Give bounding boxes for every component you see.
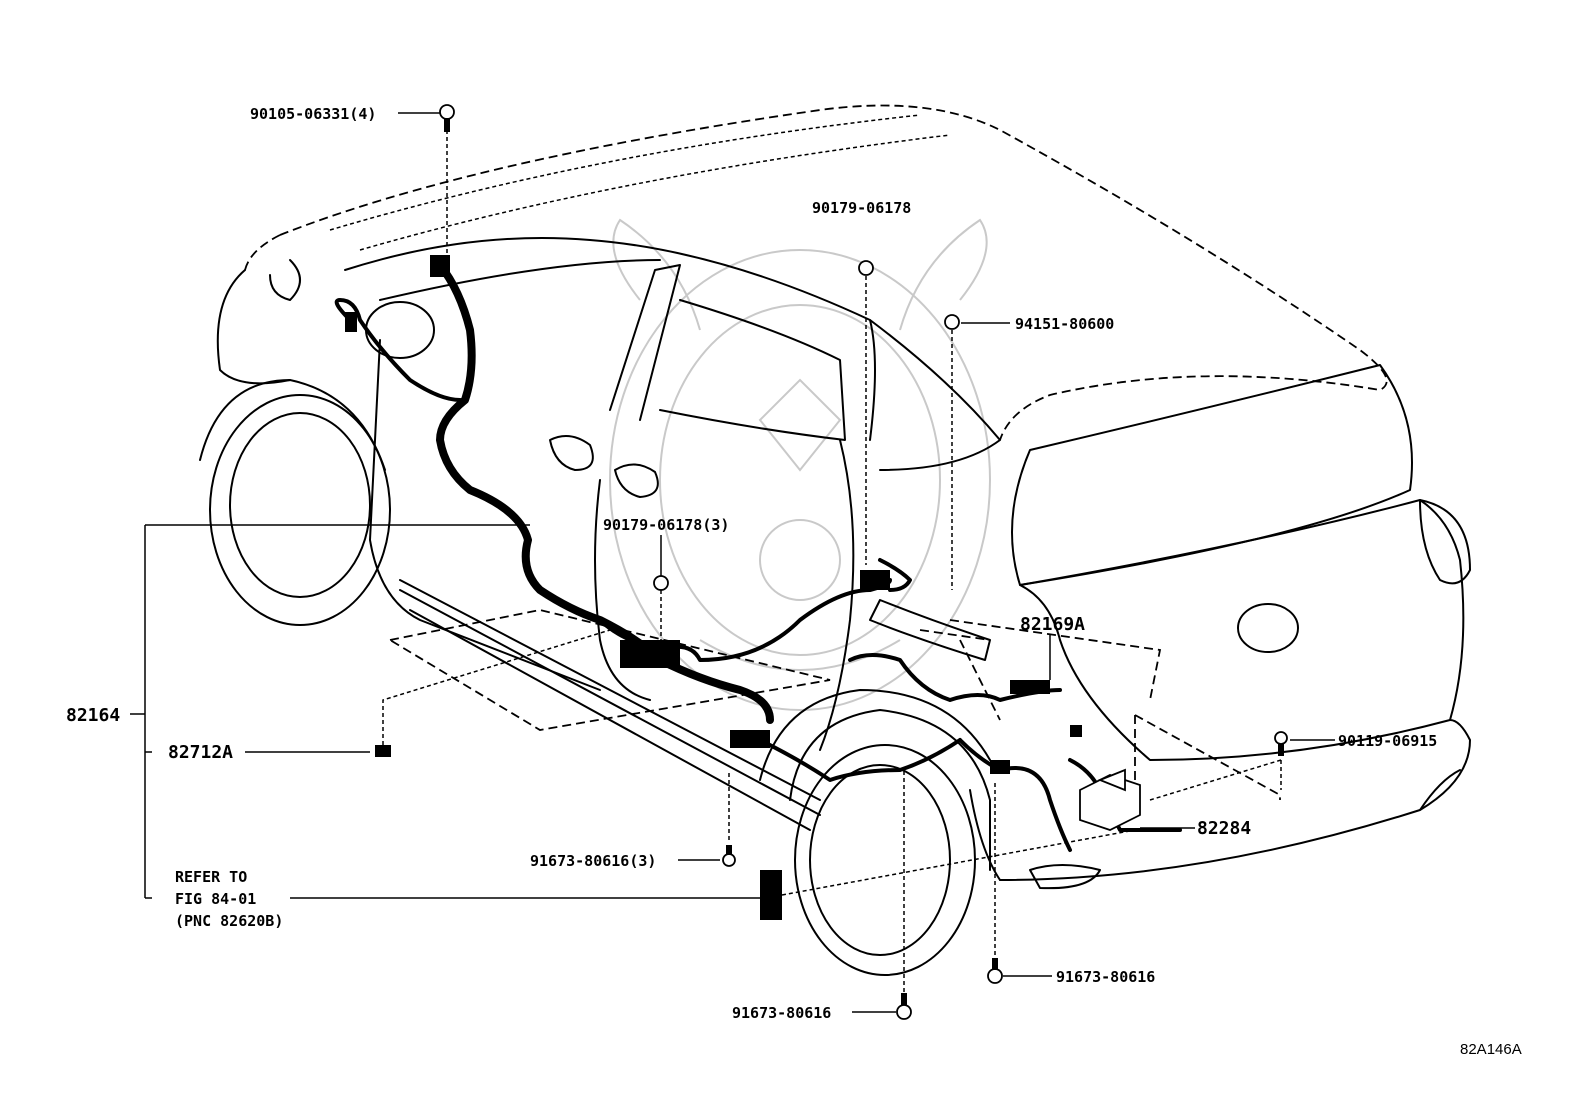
- reference-note-line3: (PNC 82620B): [175, 912, 283, 930]
- leader-lines: [130, 112, 1335, 1013]
- fasteners: [439, 104, 1288, 1020]
- connectors: [345, 255, 1141, 920]
- connector-quarter: [860, 570, 890, 590]
- callout-bolt-front-pillar: 90105-06331(4): [250, 105, 376, 123]
- connector-rear-small: [1070, 725, 1082, 737]
- bolt-icon: [722, 845, 736, 867]
- bolt-icon: [439, 104, 455, 132]
- connector-rear-82169a: [1010, 680, 1050, 694]
- callout-junction-block: 82284: [1197, 818, 1251, 839]
- reference-note: REFER TO FIG 84-01 (PNC 82620B): [175, 868, 283, 930]
- callout-bolt-floor-right: 91673-80616: [1056, 968, 1155, 986]
- connector-front-pillar: [430, 255, 450, 277]
- callout-bolt-floor-left: 91673-80616(3): [530, 852, 656, 870]
- clip-icon: [858, 260, 874, 276]
- connector-main-junction: [620, 640, 680, 668]
- callout-nut-quarter: 94151-80600: [1015, 315, 1114, 333]
- vehicle-body: [199, 104, 1471, 976]
- connector-floor: [730, 730, 770, 748]
- harness-connector-82620b: [760, 870, 782, 920]
- callout-wire-rear: 82169A: [1020, 614, 1085, 635]
- callout-wire-main: 82164: [66, 705, 120, 726]
- wire-harness-82164: [334, 261, 1182, 852]
- reference-note-line2: FIG 84-01: [175, 890, 256, 908]
- callout-clip-center-top: 90179-06178: [812, 199, 911, 217]
- reference-note-line1: REFER TO: [175, 868, 247, 886]
- protector-82712a: [375, 745, 391, 757]
- connector-mirror: [345, 312, 357, 332]
- callout-bolt-floor-center: 91673-80616: [732, 1004, 831, 1022]
- connector-rear-lower: [990, 760, 1010, 774]
- callout-bolt-rear-right: 90119-06915: [1338, 732, 1437, 750]
- callout-protector: 82712A: [168, 742, 233, 763]
- callout-clip-center-mid: 90179-06178(3): [603, 516, 729, 534]
- bolt-icon: [987, 958, 1003, 984]
- nut-icon: [944, 314, 960, 330]
- diagram-id: 82A146A: [1460, 1041, 1522, 1058]
- clip-icon: [653, 575, 669, 591]
- bolt-icon: [1274, 731, 1288, 756]
- bolt-icon: [896, 993, 912, 1020]
- watermark-emblem: [609, 218, 991, 711]
